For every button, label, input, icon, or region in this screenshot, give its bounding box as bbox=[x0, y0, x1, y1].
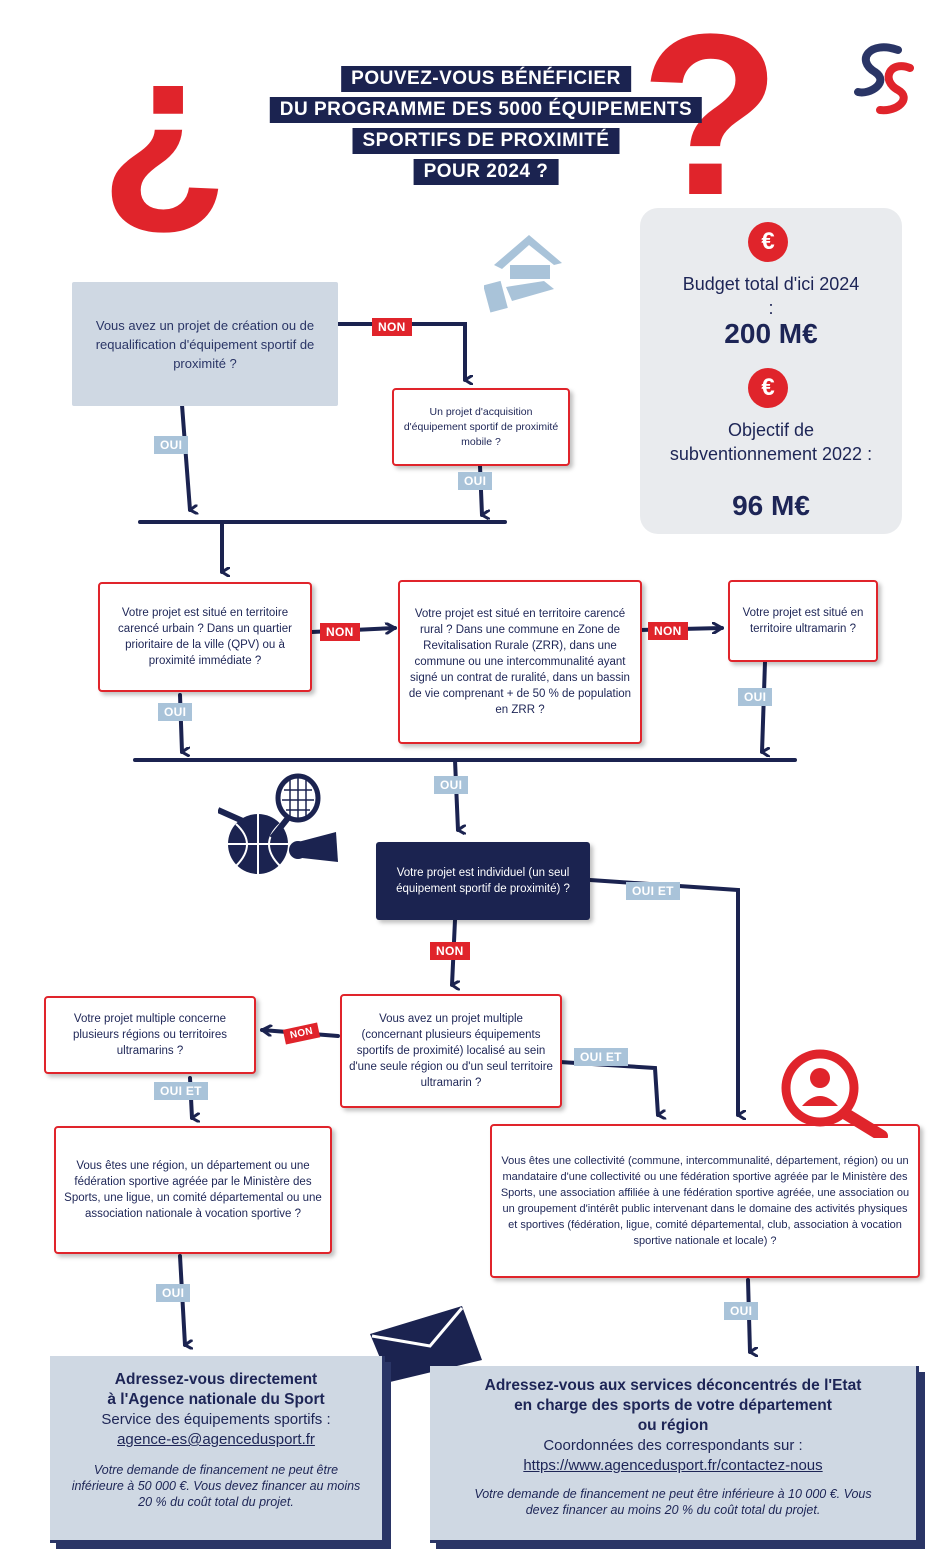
sports-equipment-icon bbox=[218, 773, 338, 874]
contact-box-ans: Adressez-vous directement à l'Agence nat… bbox=[50, 1356, 385, 1543]
tag-oui-et: OUI ET bbox=[154, 1082, 208, 1100]
question-box-region-federation: Vous êtes une région, un département ou … bbox=[54, 1126, 332, 1254]
question-box-collectivite: Vous êtes une collectivité (commune, int… bbox=[490, 1124, 920, 1278]
final-right-heading-2: en charge des sports de votre départemen… bbox=[514, 1397, 832, 1414]
final-right-note: Votre demande de financement ne peut êtr… bbox=[474, 1487, 872, 1517]
budget-value: 200 M€ bbox=[724, 318, 818, 349]
final-left-note: Votre demande de financement ne peut êtr… bbox=[71, 1463, 361, 1509]
final-left-heading-2: à l'Agence nationale du Sport bbox=[107, 1391, 325, 1408]
question-box-rural: Votre projet est situé en territoire car… bbox=[398, 580, 642, 744]
question-box-individuel: Votre projet est individuel (un seul équ… bbox=[376, 842, 590, 920]
title-line-2: DU PROGRAMME DES 5000 ÉQUIPEMENTS bbox=[269, 97, 703, 123]
tag-oui: OUI bbox=[724, 1302, 759, 1320]
final-right-heading-3: ou région bbox=[637, 1417, 709, 1434]
contact-url-link[interactable]: https://www.agencedusport.fr/contactez-n… bbox=[523, 1457, 823, 1474]
envelope-icon bbox=[370, 1306, 482, 1382]
title-line-1: POUVEZ-VOUS BÉNÉFICIER bbox=[341, 66, 631, 92]
objective-label: Objectif de subventionnement 2022 : bbox=[669, 420, 873, 464]
question-box-plusieurs-regions: Votre projet multiple concerne plusieurs… bbox=[44, 996, 256, 1074]
tag-oui: OUI bbox=[738, 688, 773, 706]
email-link[interactable]: agence-es@agencedusport.fr bbox=[117, 1431, 315, 1448]
final-right-coord: Coordonnées des correspondants sur : bbox=[543, 1437, 803, 1454]
title-line-3: SPORTIFS DE PROXIMITÉ bbox=[352, 128, 620, 154]
tag-non: NON bbox=[430, 942, 470, 960]
question-box-multiple: Vous avez un projet multiple (concernant… bbox=[340, 994, 562, 1108]
final-left-service: Service des équipements sportifs : bbox=[101, 1411, 331, 1428]
tag-oui: OUI bbox=[158, 703, 193, 721]
tag-non: NON bbox=[648, 622, 688, 640]
question-box-urbain: Votre projet est situé en territoire car… bbox=[98, 582, 312, 692]
euro-icon: € bbox=[748, 368, 788, 408]
budget-label: Budget total d'ici 2024 : bbox=[682, 274, 860, 318]
sports-ministry-logo bbox=[854, 43, 914, 115]
tag-oui: OUI bbox=[458, 472, 493, 490]
final-right-heading-1: Adressez-vous aux services déconcentrés … bbox=[484, 1377, 862, 1394]
euro-icon: € bbox=[748, 222, 788, 262]
contact-box-services-etat: Adressez-vous aux services déconcentrés … bbox=[430, 1366, 919, 1543]
question-box-mobile: Un projet d'acquisition d'équipement spo… bbox=[392, 388, 570, 466]
title-line-4: POUR 2024 ? bbox=[413, 159, 559, 185]
objective-value: 96 M€ bbox=[732, 490, 810, 521]
final-left-heading-1: Adressez-vous directement bbox=[114, 1371, 318, 1388]
tag-oui-et: OUI ET bbox=[574, 1048, 628, 1066]
tag-oui-et: OUI ET bbox=[626, 882, 680, 900]
house-hand-icon bbox=[484, 235, 562, 313]
tag-non: NON bbox=[372, 318, 412, 336]
inverted-question-mark-icon: ¿ bbox=[100, 7, 229, 242]
question-box-project-type: Vous avez un projet de création ou de re… bbox=[72, 282, 338, 406]
search-person-icon bbox=[781, 1049, 888, 1138]
tag-oui: OUI bbox=[154, 436, 189, 454]
tag-non: NON bbox=[320, 623, 360, 641]
tag-oui: OUI bbox=[156, 1284, 191, 1302]
tag-oui: OUI bbox=[434, 776, 469, 794]
question-box-ultramarin: Votre projet est situé en territoire ult… bbox=[728, 580, 878, 662]
